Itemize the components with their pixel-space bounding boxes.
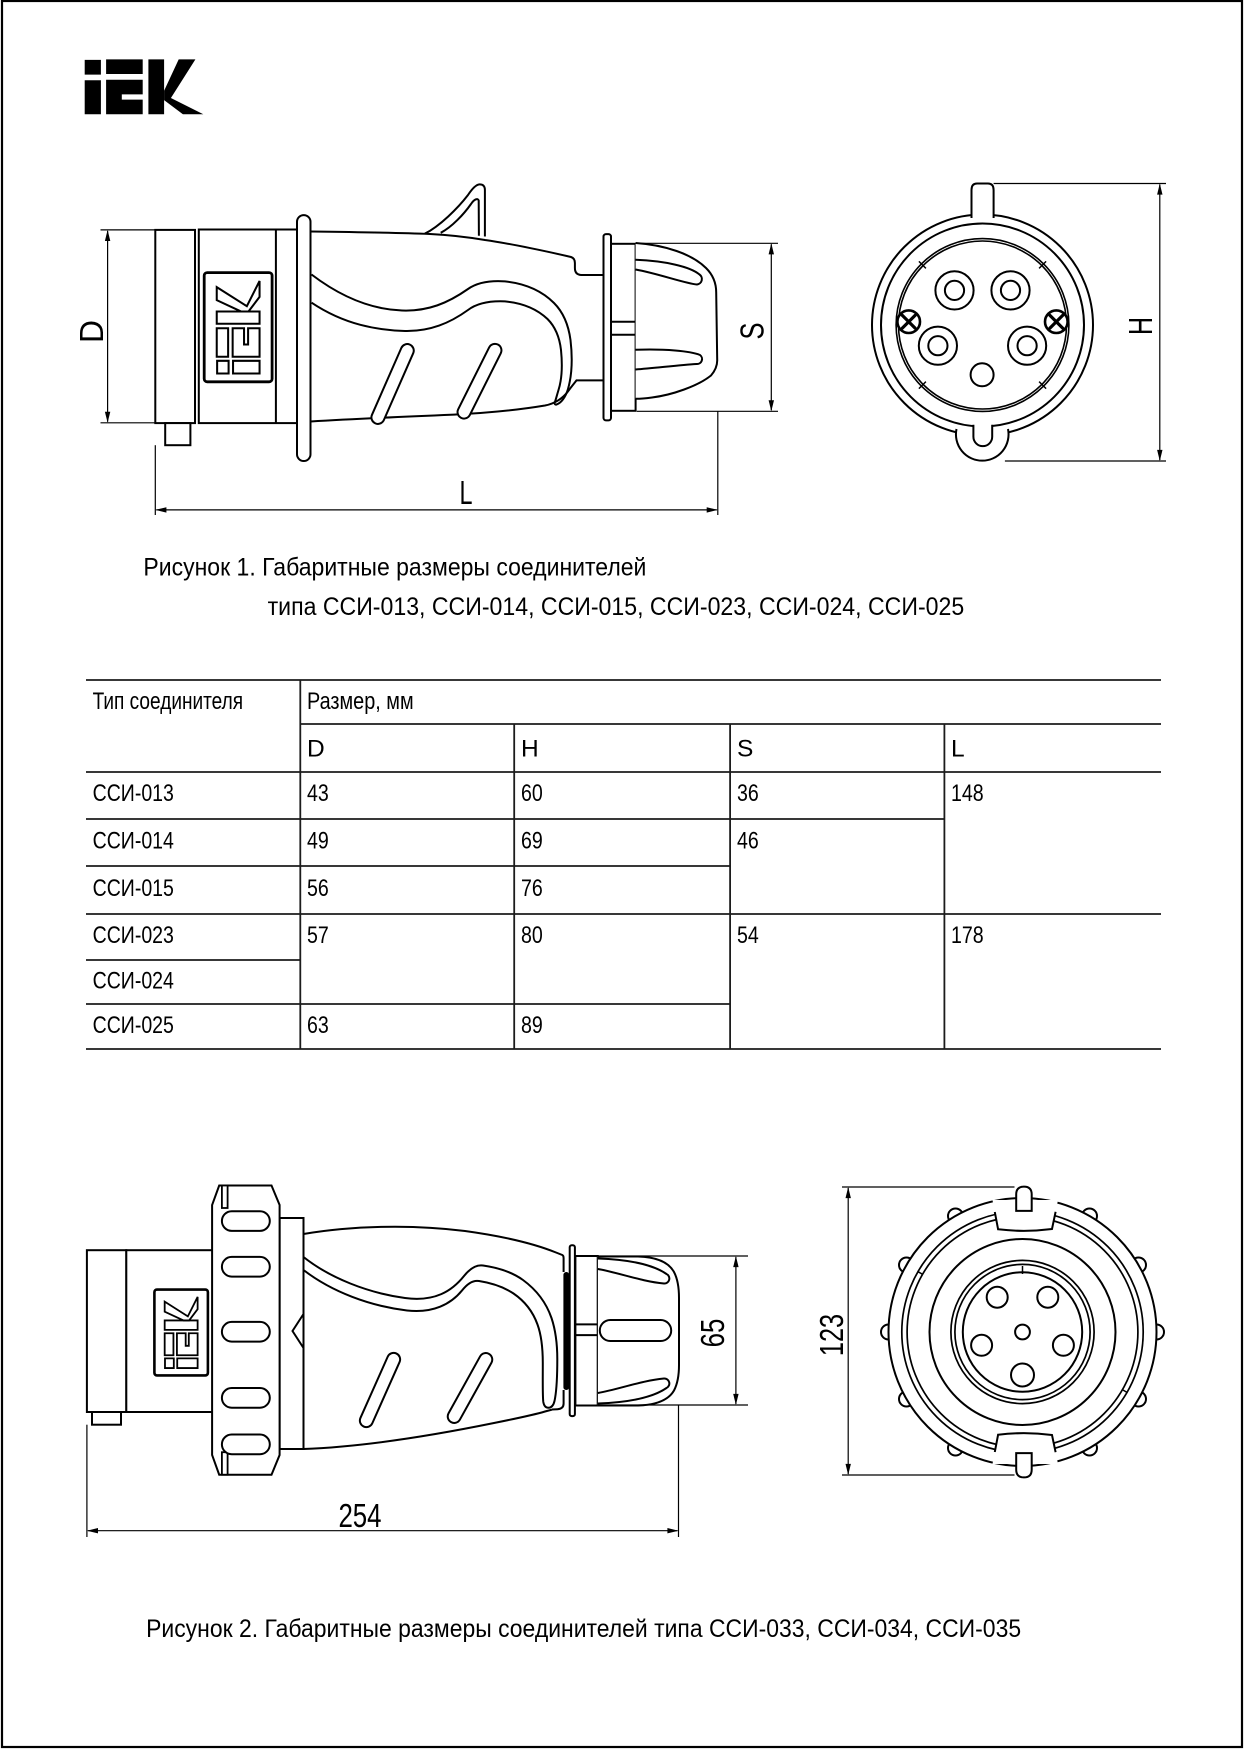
svg-text:ССИ-023: ССИ-023 (93, 922, 174, 949)
svg-text:254: 254 (338, 1497, 381, 1534)
svg-text:43: 43 (307, 780, 329, 807)
svg-text:Тип соединителя: Тип соединителя (93, 688, 244, 715)
svg-text:ССИ-024: ССИ-024 (93, 968, 174, 995)
svg-text:46: 46 (737, 828, 759, 855)
svg-text:L: L (951, 736, 965, 763)
svg-text:ССИ-015: ССИ-015 (93, 875, 174, 902)
svg-text:Рисунок 1. Габаритные размеры: Рисунок 1. Габаритные размеры соединител… (143, 553, 646, 581)
svg-text:H: H (1122, 317, 1159, 335)
svg-text:123: 123 (813, 1314, 850, 1356)
svg-text:54: 54 (737, 922, 759, 949)
svg-text:63: 63 (307, 1012, 329, 1039)
svg-text:69: 69 (521, 828, 543, 855)
svg-text:56: 56 (307, 875, 329, 902)
svg-text:148: 148 (951, 780, 984, 807)
svg-text:ССИ-014: ССИ-014 (93, 828, 174, 855)
svg-text:36: 36 (737, 780, 759, 807)
svg-text:L: L (460, 474, 473, 511)
svg-text:D: D (73, 320, 110, 343)
svg-text:типа ССИ-013, ССИ-014, ССИ-015: типа ССИ-013, ССИ-014, ССИ-015, ССИ-023,… (268, 593, 965, 621)
svg-text:S: S (734, 323, 771, 340)
svg-text:H: H (521, 736, 539, 763)
svg-text:S: S (737, 736, 753, 763)
svg-text:Рисунок 2. Габаритные размеры: Рисунок 2. Габаритные размеры соединител… (146, 1615, 1021, 1643)
svg-text:76: 76 (521, 875, 543, 902)
svg-text:49: 49 (307, 828, 329, 855)
svg-text:Размер, мм: Размер, мм (307, 688, 414, 715)
svg-text:57: 57 (307, 922, 329, 949)
svg-text:89: 89 (521, 1012, 543, 1039)
svg-text:60: 60 (521, 780, 543, 807)
svg-text:ССИ-025: ССИ-025 (93, 1012, 174, 1039)
svg-text:178: 178 (951, 922, 984, 949)
svg-text:ССИ-013: ССИ-013 (93, 780, 174, 807)
svg-text:80: 80 (521, 922, 543, 949)
svg-text:D: D (307, 736, 325, 763)
svg-text:65: 65 (694, 1319, 731, 1348)
